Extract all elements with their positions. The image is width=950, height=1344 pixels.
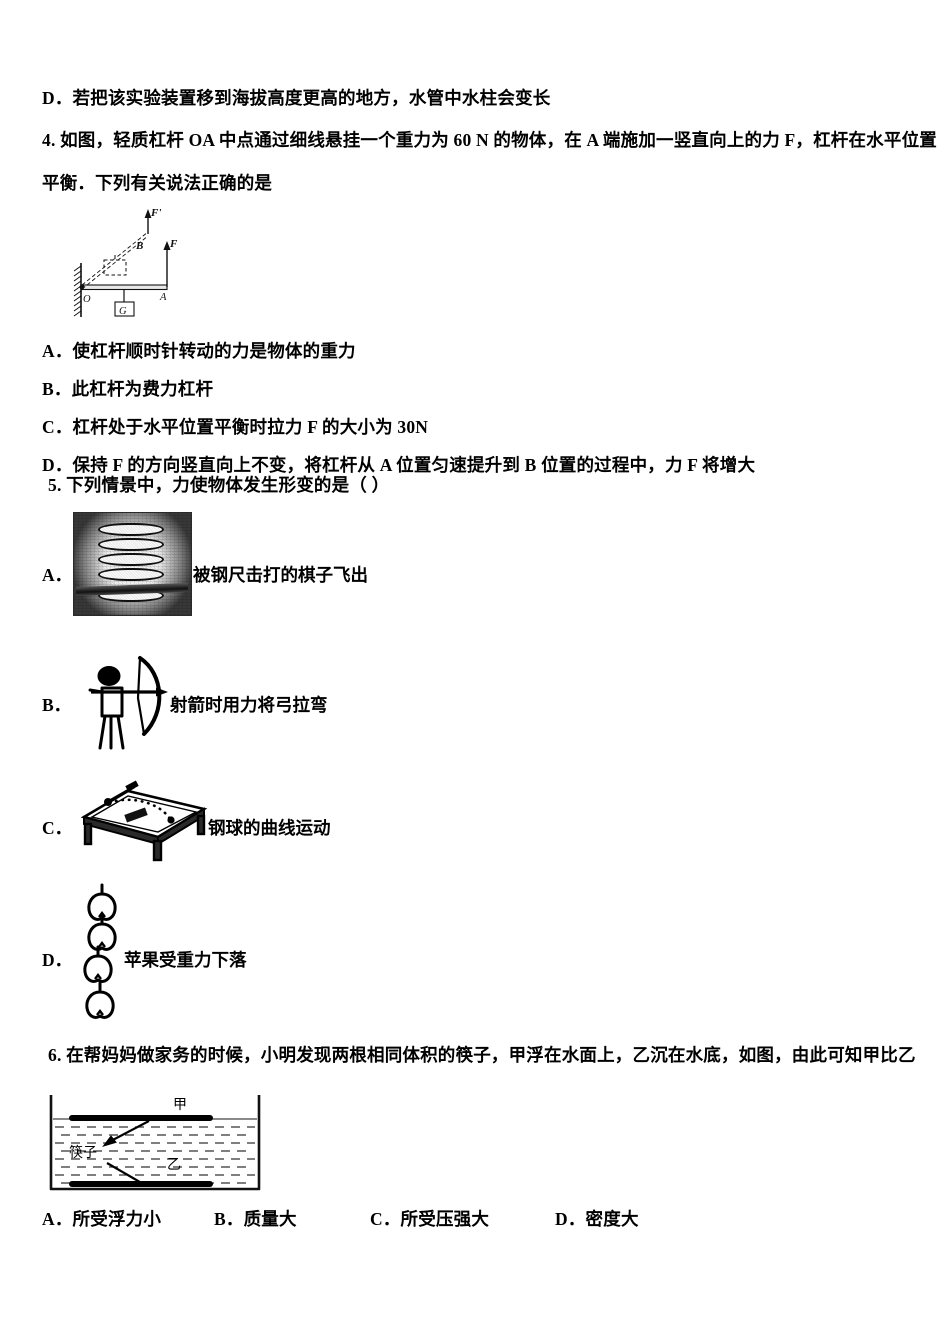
chopstick-yi xyxy=(69,1181,213,1187)
magnet xyxy=(124,807,148,823)
label-o: O xyxy=(83,294,91,305)
q5-option-b-caption: 射箭时用力将弓拉弯 xyxy=(170,695,328,715)
q5-option-d-label: D． xyxy=(42,950,73,970)
q6-stem: 6. 在帮妈妈做家务的时候，小明发现两根相同体积的筷子，甲浮在水面上，乙沉在水底… xyxy=(48,1045,916,1065)
label-g: G xyxy=(119,306,127,317)
apple-4 xyxy=(85,981,115,1019)
leader-line-yi xyxy=(106,1162,146,1186)
chopstick-jia xyxy=(69,1115,213,1121)
q6-option-a: A．所受浮力小 xyxy=(42,1209,162,1229)
apple-2 xyxy=(87,913,117,951)
q4-stem-line2: 平衡．下列有关说法正确的是 xyxy=(42,173,273,193)
label-f: F xyxy=(169,238,178,250)
q5-option-a-caption: 被钢尺击打的棋子飞出 xyxy=(193,565,368,585)
q5-option-c-label: C． xyxy=(42,818,73,838)
checker-stack xyxy=(98,523,164,605)
wall-hatching xyxy=(73,265,82,317)
q4-option-c: C．杠杆处于水平位置平衡时拉力 F 的大小为 30N xyxy=(42,417,429,437)
ball-launcher xyxy=(104,780,139,806)
force-f-arrow xyxy=(163,241,171,287)
archer-bow-figure xyxy=(78,652,173,752)
lever-bar-rotated xyxy=(81,231,149,290)
q4-option-a: A．使杠杆顺时针转动的力是物体的重力 xyxy=(42,341,356,361)
q4-option-d: D．保持 F 的方向竖直向上不变，将杠杆从 A 位置匀速提升到 B 位置的过程中… xyxy=(42,455,756,475)
q3-option-d: D．若把该实验装置移到海拔高度更高的地方，水管中水柱会变长 xyxy=(42,88,551,108)
label-f-prime: F' xyxy=(150,207,161,219)
q5-option-c-caption: 钢球的曲线运动 xyxy=(208,818,331,838)
pivot-point xyxy=(79,284,85,290)
label-b: B xyxy=(135,240,143,252)
steel-ball xyxy=(167,816,175,824)
lever-diagram: O A B F F' G xyxy=(20,203,205,318)
q6-option-c: C．所受压强大 xyxy=(370,1209,490,1229)
archer-body xyxy=(88,666,138,750)
container-walls xyxy=(49,1095,261,1191)
q5-option-b-label: B． xyxy=(42,695,72,715)
water-body xyxy=(53,1119,257,1187)
label-a: A xyxy=(159,292,167,303)
label-kuaizi: 筷子 xyxy=(69,1144,97,1161)
leader-line-jia xyxy=(102,1120,150,1148)
table-inner-rim xyxy=(90,795,198,833)
q5-stem: 5. 下列情景中，力使物体发生形变的是（ ） xyxy=(48,475,390,495)
label-jia: 甲 xyxy=(173,1097,187,1113)
q4-option-b: B．此杠杆为费力杠杆 xyxy=(42,379,214,399)
q6-option-d: D．密度大 xyxy=(555,1209,639,1229)
water-container-diagram: 甲 乙 筷子 xyxy=(45,1093,275,1195)
table-ball-curve-figure xyxy=(72,779,212,862)
force-f-prime-arrow xyxy=(144,209,152,234)
checkers-photo-figure xyxy=(73,512,192,616)
q6-option-b: B．质量大 xyxy=(214,1209,297,1229)
q5-option-d-caption: 苹果受重力下落 xyxy=(124,950,247,970)
table-legs xyxy=(83,814,206,862)
apple-3 xyxy=(83,945,113,983)
q5-option-a-label: A． xyxy=(42,565,73,585)
hanging-weight-g xyxy=(114,289,135,317)
rotated-weight-box xyxy=(103,255,127,276)
q4-stem-line1: 4. 如图，轻质杠杆 OA 中点通过细线悬挂一个重力为 60 N 的物体，在 A… xyxy=(42,130,937,150)
label-yi: 乙 xyxy=(167,1157,181,1173)
water-hatch xyxy=(55,1126,255,1184)
lever-bar-horizontal xyxy=(80,284,168,291)
photo-grain xyxy=(74,513,191,615)
